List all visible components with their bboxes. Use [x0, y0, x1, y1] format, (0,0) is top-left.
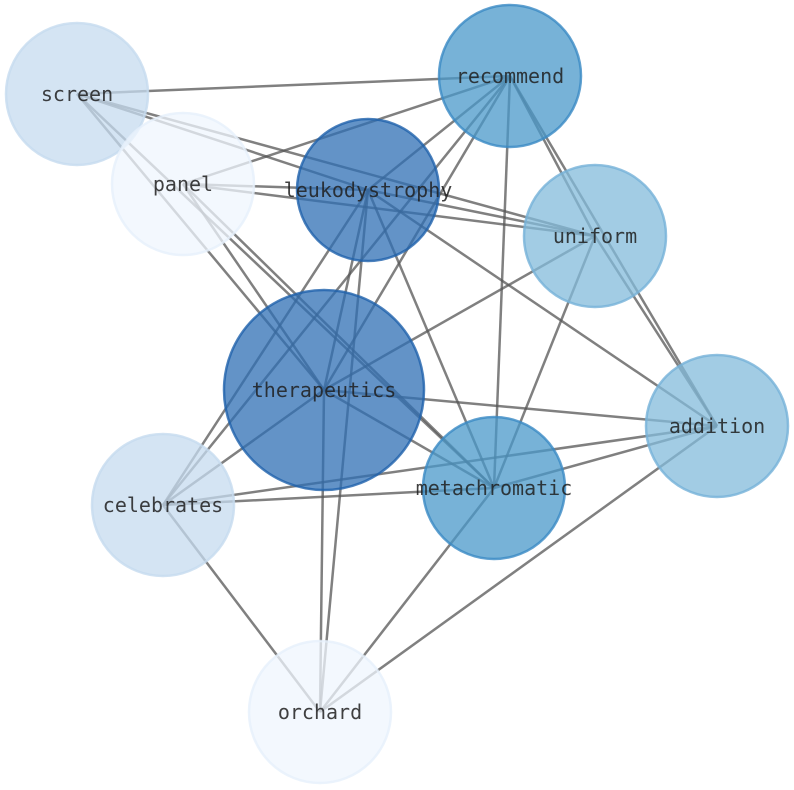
node-recommend[interactable] — [437, 3, 583, 149]
node-label-uniform: uniform — [553, 224, 637, 248]
node-addition[interactable] — [644, 353, 790, 499]
node-screen[interactable] — [4, 21, 150, 167]
labels-layer: screen panel recommend leukodystrophy unifor… — [41, 64, 765, 724]
node-label-therapeutics: therapeutics — [252, 378, 397, 402]
node-label-recommend: recommend — [456, 64, 564, 88]
node-orchard[interactable] — [247, 639, 393, 785]
node-uniform[interactable] — [522, 163, 668, 309]
node-celebrates[interactable] — [90, 432, 236, 578]
node-leukodystrophy[interactable] — [295, 117, 441, 263]
node-therapeutics[interactable] — [222, 288, 426, 492]
node-label-panel: panel — [153, 172, 213, 196]
node-metachromatic[interactable] — [421, 415, 567, 561]
edge-addition-orchard — [319, 424, 718, 714]
nodes-layer — [4, 3, 790, 785]
node-panel[interactable] — [110, 111, 256, 257]
node-label-metachromatic: metachromatic — [416, 476, 573, 500]
node-label-orchard: orchard — [278, 700, 362, 724]
node-label-screen: screen — [41, 82, 113, 106]
node-label-addition: addition — [669, 414, 765, 438]
node-label-celebrates: celebrates — [103, 493, 223, 517]
node-label-leukodystrophy: leukodystrophy — [284, 178, 453, 202]
